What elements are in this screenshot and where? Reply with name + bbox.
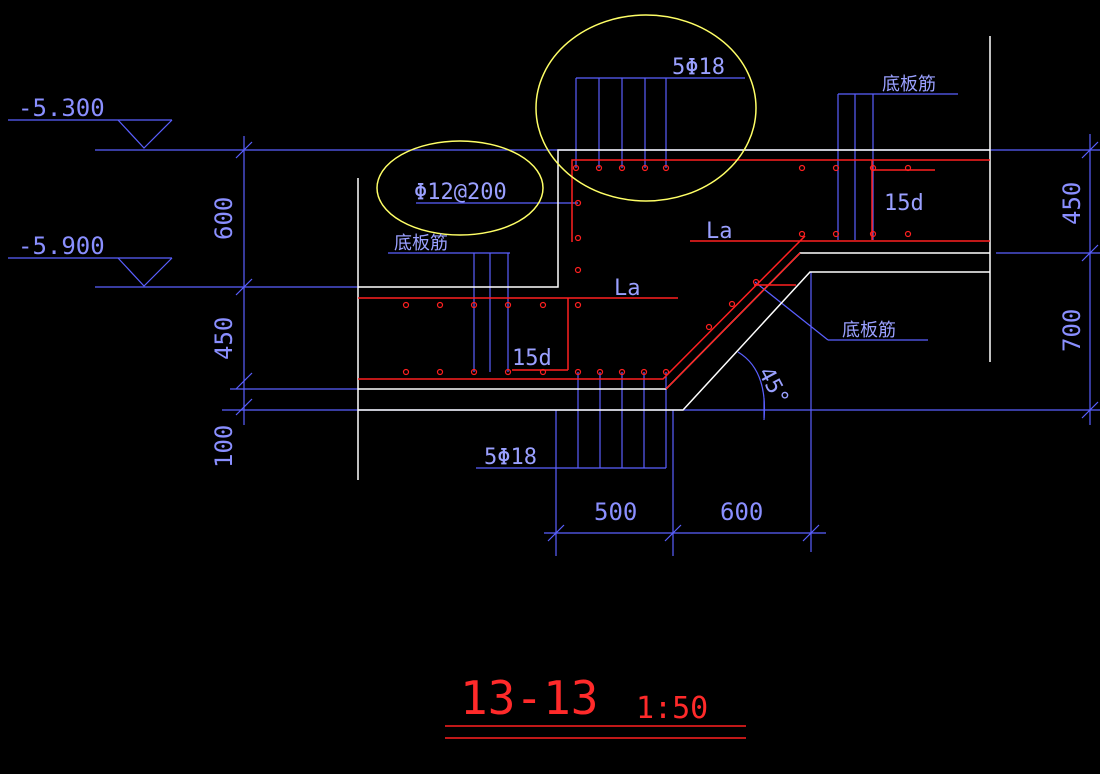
left-dim-450: 450: [210, 317, 238, 360]
right-dim-450: 450: [1058, 182, 1086, 225]
bottom-slab-bar-label-left: 底板筋: [394, 233, 448, 254]
left-dim-600: 600: [210, 197, 238, 240]
elevation-label-top: -5.300: [18, 94, 105, 122]
elevation-label-mid: -5.900: [18, 232, 105, 260]
stirrup-label: Φ12@200: [414, 180, 507, 205]
section-scale: 1:50: [636, 691, 708, 726]
bottom-dim-500: 500: [594, 498, 637, 526]
rebar-lines: [358, 159, 990, 390]
rebar-dots: [402, 164, 912, 376]
section-title: 13-13: [460, 671, 598, 725]
right-dim-700: 700: [1058, 309, 1086, 352]
bottom-slab-bar-label-top-right: 底板筋: [882, 74, 936, 95]
la-label-upper: La: [706, 219, 733, 244]
hook-label-lower: 15d: [512, 346, 552, 371]
concrete-outline: [357, 36, 991, 480]
left-dim-100: 100: [210, 425, 238, 468]
highlight-ellipse-top-bars: [535, 14, 757, 202]
la-label-lower: La: [614, 276, 641, 301]
bottom-bars-label: 5Φ18: [484, 445, 537, 470]
highlight-ellipse-stirrup: [376, 140, 544, 236]
bottom-dim-600: 600: [720, 498, 763, 526]
bottom-slab-bar-label-lower-right: 底板筋: [842, 320, 896, 341]
angle-label: 45°: [753, 363, 794, 410]
hook-label-upper: 15d: [884, 191, 924, 216]
top-bars-label: 5Φ18: [672, 55, 725, 80]
